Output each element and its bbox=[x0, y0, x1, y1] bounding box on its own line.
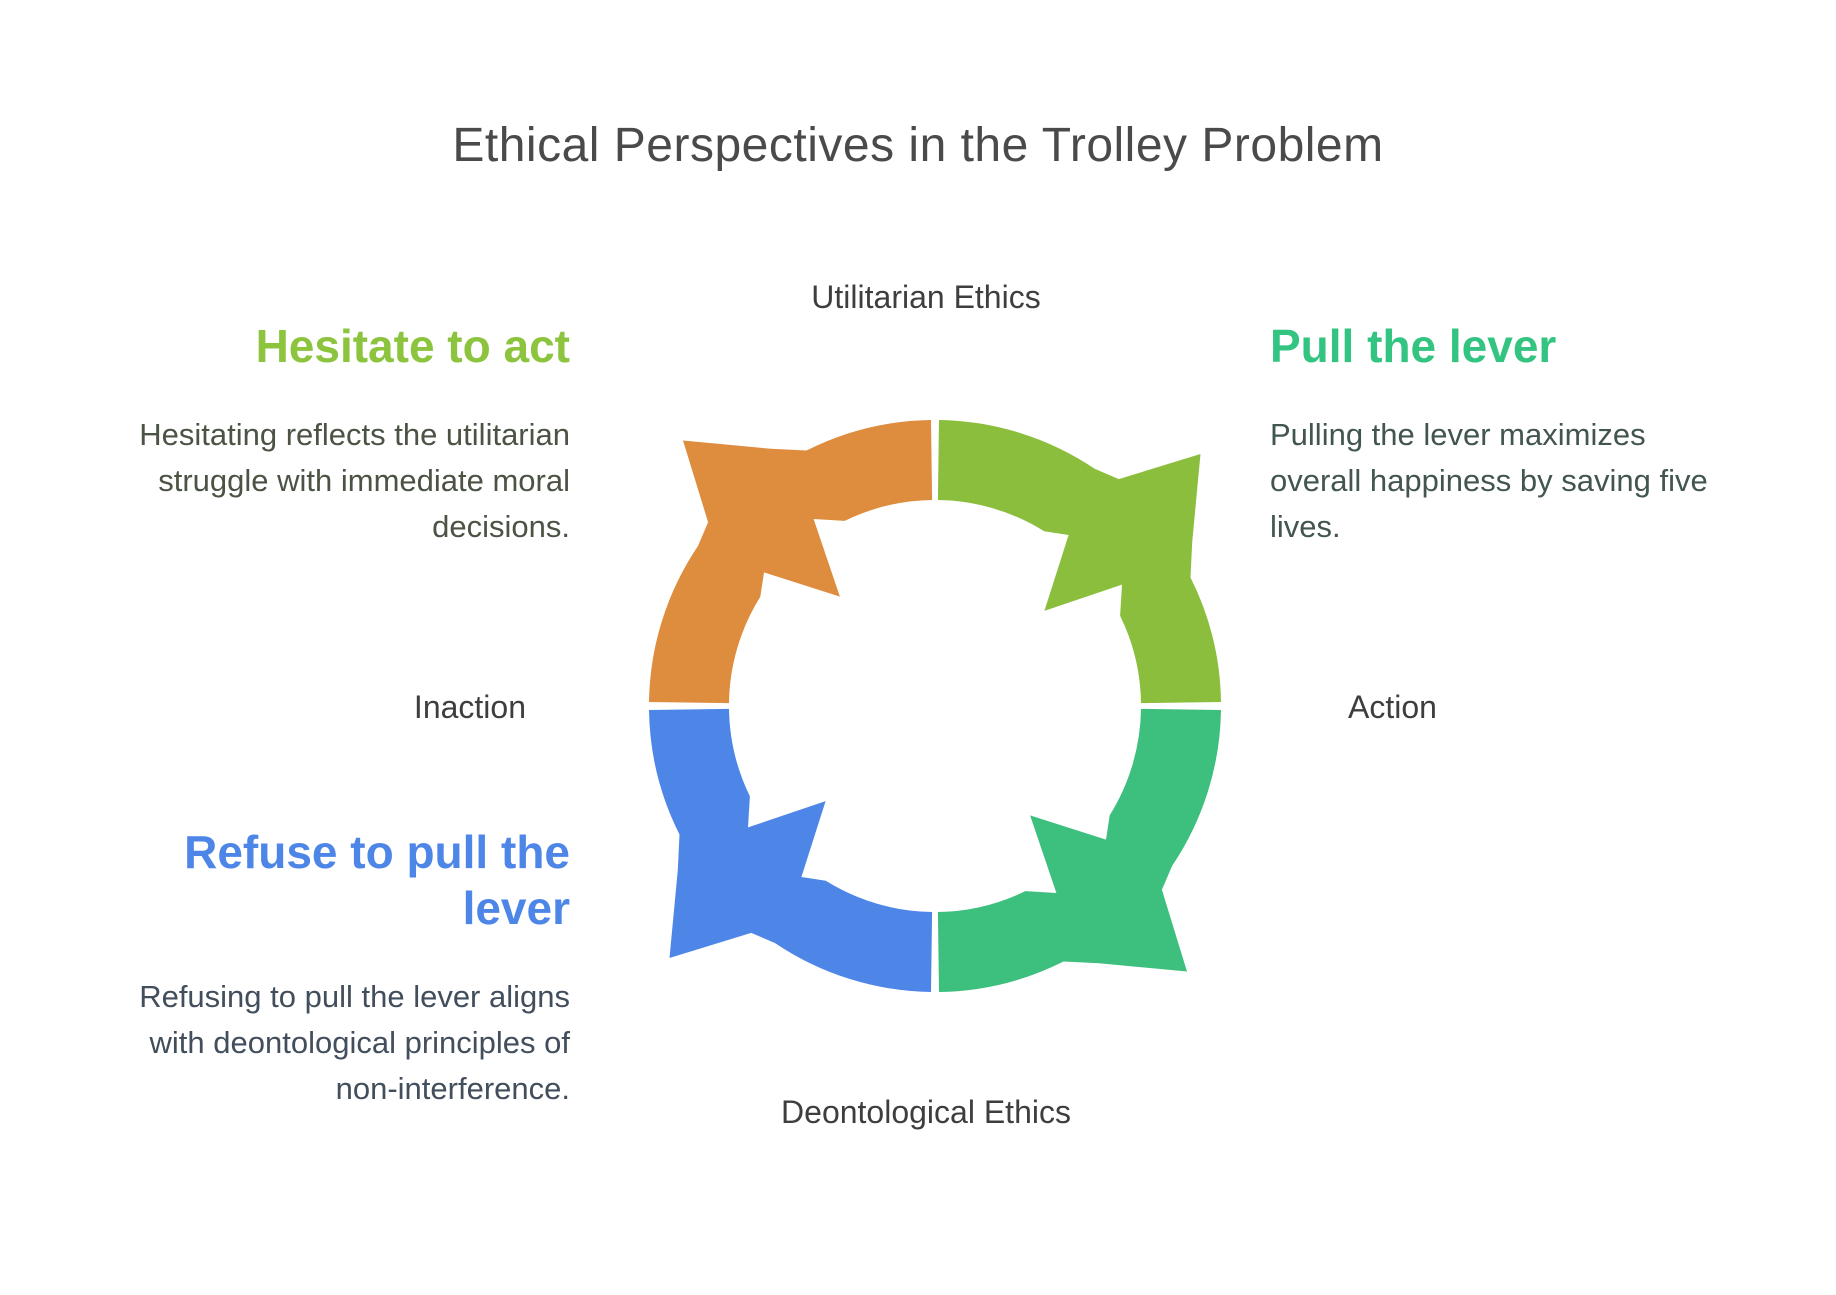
axis-label-action: Action bbox=[1348, 689, 1437, 725]
wheel-segment-bottom-left-blue bbox=[649, 708, 933, 992]
page-title: Ethical Perspectives in the Trolley Prob… bbox=[452, 119, 1384, 172]
callout-refuse-to-pull-lever: Refuse to pull the lever Refusing to pul… bbox=[80, 824, 570, 1112]
callout-body-hesitate: Hesitating reflects the utilitarian stru… bbox=[139, 417, 570, 544]
callout-heading-refuse-lever: Refuse to pull the lever bbox=[184, 826, 570, 934]
wheel-segment-top-right-lime bbox=[937, 420, 1221, 704]
callout-body-refuse-lever: Refusing to pull the lever aligns with d… bbox=[139, 979, 570, 1106]
axis-label-utilitarian-ethics: Utilitarian Ethics bbox=[811, 279, 1041, 315]
axis-label-inaction: Inaction bbox=[413, 689, 526, 725]
callout-hesitate-to-act: Hesitate to act Hesitating reflects the … bbox=[80, 318, 570, 550]
wheel-segment-bottom-right-emerald bbox=[937, 708, 1221, 992]
callout-heading-pull-lever: Pull the lever bbox=[1270, 320, 1557, 372]
cycle-wheel-diagram bbox=[649, 420, 1221, 992]
callout-pull-the-lever: Pull the lever Pulling the lever maximiz… bbox=[1270, 318, 1740, 550]
callout-heading-hesitate: Hesitate to act bbox=[255, 320, 570, 372]
callout-body-pull-lever: Pulling the lever maximizes overall happ… bbox=[1270, 417, 1708, 544]
axis-label-deontological-ethics: Deontological Ethics bbox=[781, 1094, 1071, 1130]
cycle-wheel-segments bbox=[649, 420, 1221, 992]
wheel-segment-top-left-orange bbox=[649, 420, 933, 704]
